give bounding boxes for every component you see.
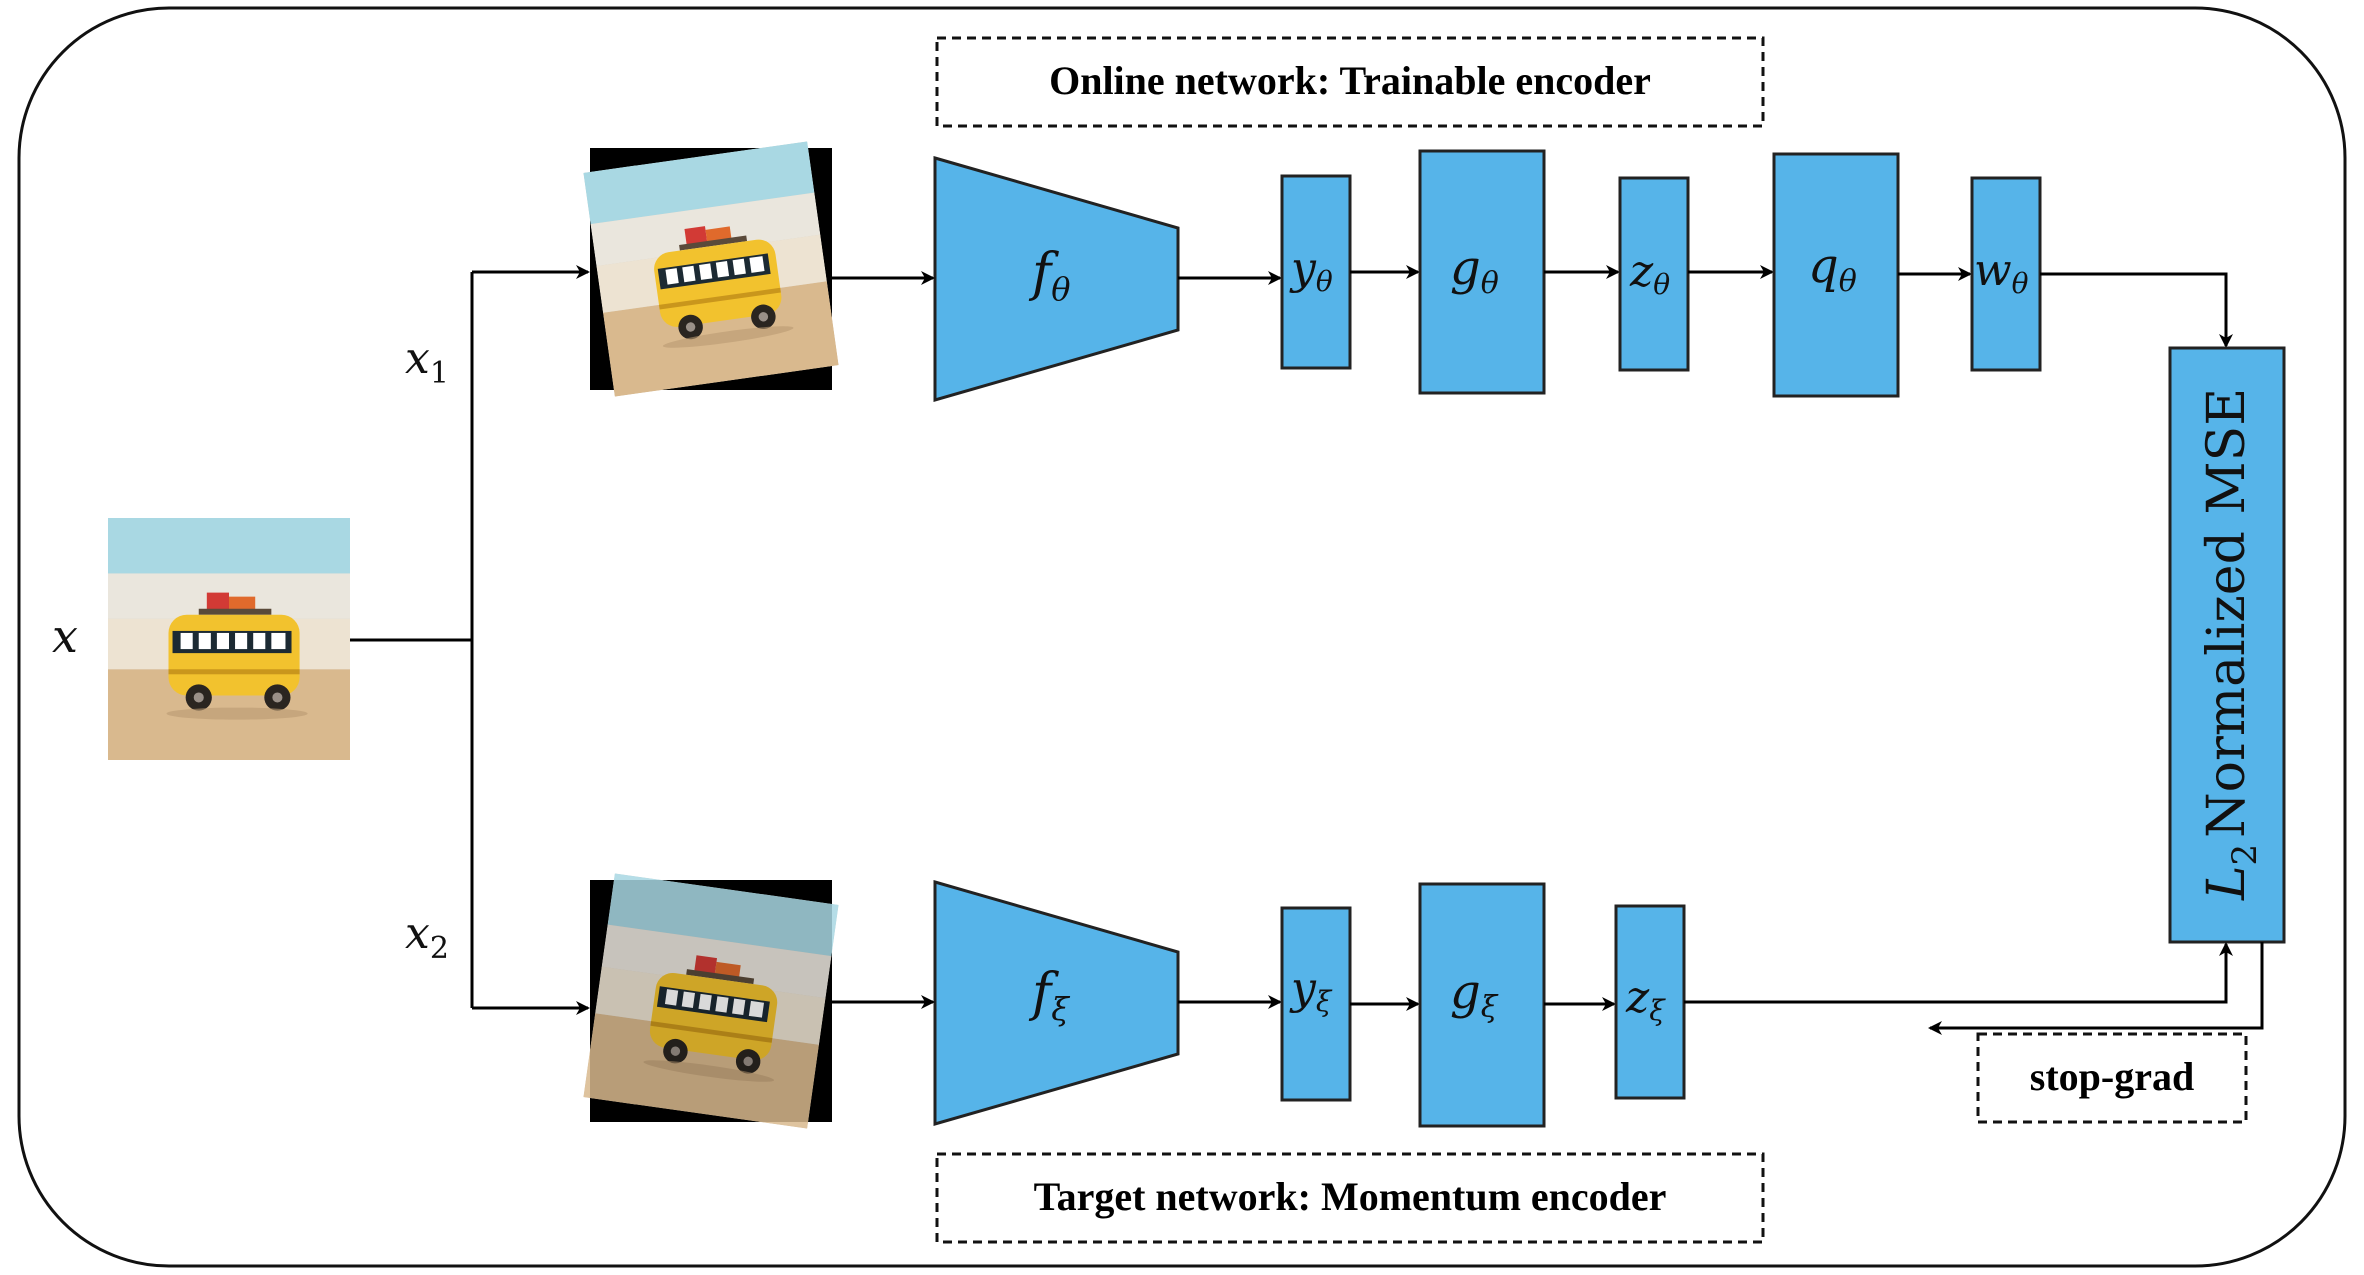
svg-text:zξ: zξ (1625, 972, 1666, 1027)
view-x2-label: x2 (405, 908, 449, 966)
target-encoder-block: fξ (933, 880, 1180, 1126)
input-x-label: x (52, 609, 78, 663)
online-prediction-block: wθ (1970, 176, 2042, 372)
view-x1-label: x1 (405, 333, 449, 391)
svg-text:gθ: gθ (1450, 240, 1499, 301)
svg-text:qθ: qθ (1808, 238, 1857, 299)
stop-grad-arrow (1928, 942, 2264, 1035)
online-projection-block: zθ (1618, 176, 1690, 372)
target-projection-block: zξ (1614, 904, 1686, 1100)
svg-text:gξ: gξ (1450, 964, 1499, 1025)
stop-grad-label: stop-grad (2030, 1054, 2194, 1099)
online-network-label-box: Online network: Trainable encoder (935, 36, 1765, 128)
stop-grad-label-box: stop-grad (1976, 1032, 2248, 1124)
svg-text:fθ: fθ (1028, 243, 1071, 308)
input-image (108, 518, 350, 760)
loss-block: L2Normalized MSE (2168, 346, 2286, 944)
online-projector-block: gθ (1418, 149, 1546, 395)
target-network-label-box: Target network: Momentum encoder (935, 1152, 1765, 1244)
svg-text:wθ: wθ (1974, 245, 2029, 300)
augmentation-branch-lines (350, 265, 590, 1015)
online-encoder-block: fθ (933, 156, 1180, 402)
online-predictor-block: qθ (1772, 152, 1900, 398)
svg-text:zθ: zθ (1629, 246, 1670, 301)
online-representation-block: yθ (1280, 174, 1352, 370)
target-network-label: Target network: Momentum encoder (1034, 1174, 1667, 1219)
augmented-view-2 (583, 873, 839, 1129)
target-projector-block: gξ (1418, 882, 1546, 1128)
augmented-view-1 (583, 141, 839, 397)
arrow-z-to-loss (1684, 942, 2233, 1004)
svg-text:yθ: yθ (1289, 243, 1333, 298)
online-network-label: Online network: Trainable encoder (1049, 58, 1651, 103)
arrow-w-to-loss (2040, 272, 2233, 348)
target-representation-block: yξ (1280, 906, 1352, 1102)
svg-text:yξ: yξ (1289, 963, 1333, 1018)
loss-label: L2Normalized MSE (2197, 388, 2265, 901)
